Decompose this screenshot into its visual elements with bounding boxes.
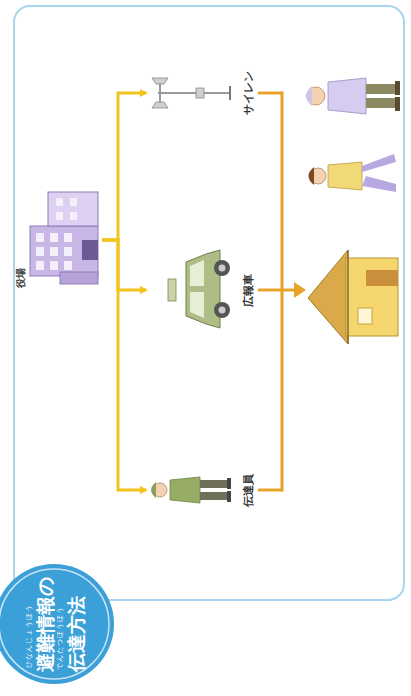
siren-pole (152, 78, 230, 108)
messenger-figure (151, 477, 231, 503)
medium-node: サイレン (146, 53, 256, 133)
panel-frame (14, 6, 404, 600)
medium-node: 伝達員 (146, 450, 256, 530)
node-text: サイレン (241, 53, 256, 133)
info-connector (102, 240, 146, 290)
title-badge-ring (0, 569, 109, 679)
furigana: ひなんじょうほう (24, 604, 34, 668)
furigana: でんたつほうほう (55, 606, 65, 670)
delivery-lines (258, 92, 296, 492)
node-text: 伝達員 (241, 450, 256, 530)
resident-figures (306, 78, 400, 192)
node-text: 広報車 (241, 250, 256, 330)
delivery-arrowhead (294, 282, 306, 298)
pr-car (168, 250, 230, 328)
title-badge (0, 564, 114, 684)
office-building (30, 192, 98, 284)
info-connector (102, 240, 146, 490)
medium-node: 広報車 (146, 250, 256, 330)
office-node: 役場 (14, 188, 102, 292)
info-connector (102, 93, 146, 240)
node-text: 役場 (14, 268, 28, 288)
house (308, 250, 398, 344)
